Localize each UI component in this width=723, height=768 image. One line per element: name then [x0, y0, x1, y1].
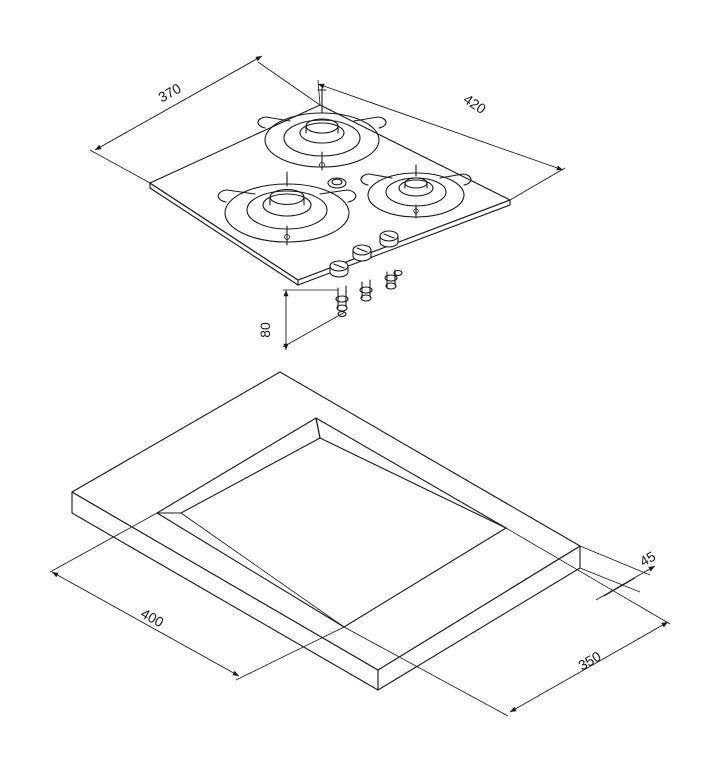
dim-hob-depth-label: 370	[155, 80, 183, 105]
dim-cutout-depth-label: 350	[575, 648, 603, 674]
burner-right	[360, 164, 472, 219]
worktop	[71, 371, 581, 691]
dim-hob-width-label: 420	[461, 91, 489, 117]
dim-worktop-thickness: 45	[579, 545, 659, 601]
dim-worktop-thickness-label: 45	[637, 548, 659, 570]
control-knob-3	[379, 230, 399, 248]
hob: 370 420 80	[89, 55, 566, 350]
dim-cutout-width-label: 400	[138, 605, 166, 630]
indicator-button	[327, 177, 347, 189]
burner-front-left	[217, 171, 357, 246]
gas-valves	[335, 269, 403, 318]
control-knob-2	[352, 244, 372, 262]
control-knob-1	[329, 260, 349, 278]
dim-hob-height-label: 80	[257, 322, 273, 338]
dim-hob-height: 80	[257, 289, 346, 350]
